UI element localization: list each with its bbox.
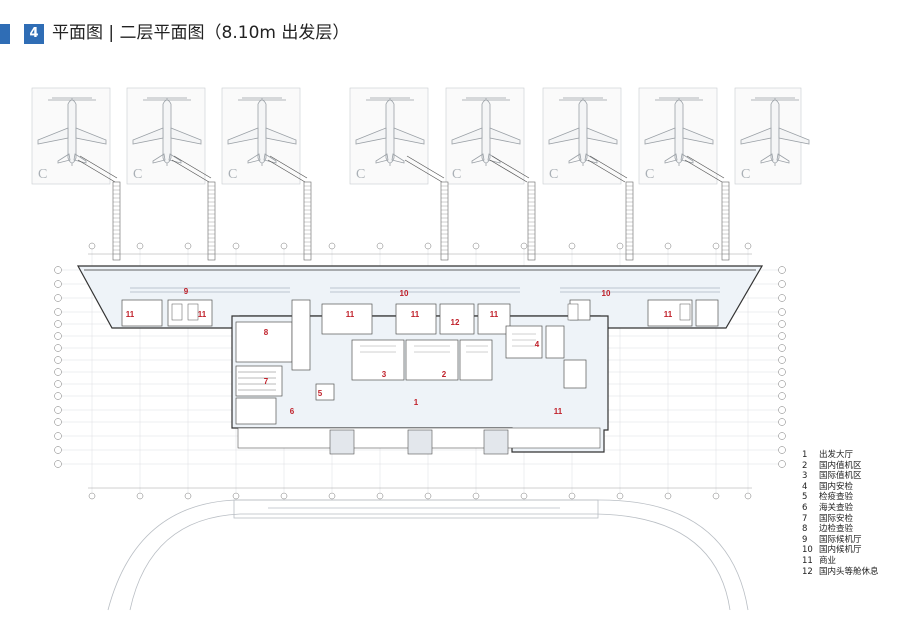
room-label-11: 11 xyxy=(198,310,207,319)
room-label-7: 7 xyxy=(264,377,269,386)
grid-axis-markers xyxy=(54,242,786,500)
room-label-10: 10 xyxy=(602,289,611,298)
room-label-11: 11 xyxy=(346,310,355,319)
stand-code-label: C xyxy=(133,167,142,182)
aircraft-stand: C xyxy=(349,87,429,185)
room-label-2: 2 xyxy=(442,370,447,379)
dimension-lines xyxy=(88,253,752,489)
room-label-10: 10 xyxy=(400,289,409,298)
counter-lines xyxy=(360,333,536,353)
check-in-counters xyxy=(351,325,565,381)
room-label-8: 8 xyxy=(264,328,269,337)
entrance-canopies xyxy=(329,429,509,455)
stair-treads xyxy=(113,185,729,255)
room-label-12: 12 xyxy=(451,318,460,327)
aircraft-stand: C xyxy=(542,87,622,185)
room-label-4: 4 xyxy=(535,340,540,349)
stand-code-label: C xyxy=(645,167,654,182)
room-label-11: 11 xyxy=(411,310,420,319)
stand-code-label: C xyxy=(356,167,365,182)
aircraft-stands: C C C C C C C C xyxy=(31,87,810,185)
gate-seating xyxy=(130,287,720,293)
page-title: 平面图 | 二层平面图（8.10m 出发层） xyxy=(52,23,350,43)
room-label-3: 3 xyxy=(382,370,387,379)
section-number-badge: 4 xyxy=(24,24,44,44)
room-label-5: 5 xyxy=(318,389,323,398)
landside-road xyxy=(107,499,749,611)
stand-code-label: C xyxy=(549,167,558,182)
stand-code-label: C xyxy=(38,167,47,182)
room-blocks xyxy=(121,299,719,425)
aircraft-stand: C xyxy=(221,87,301,185)
room-label-11: 11 xyxy=(664,310,673,319)
bridge-stairs xyxy=(112,181,730,261)
aircraft-stand: C xyxy=(734,87,810,185)
room-label-6: 6 xyxy=(290,407,295,416)
room-number-labels: 9 10 10 11 11 11 11 11 11 11 12 8 4 3 2 … xyxy=(126,287,673,416)
stand-code-label: C xyxy=(452,167,461,182)
header-accent-bar xyxy=(0,24,10,44)
room-label-1: 1 xyxy=(414,398,419,407)
room-label-11: 11 xyxy=(554,407,563,416)
aircraft-stand: C xyxy=(445,87,525,185)
aircraft-stand: C xyxy=(31,87,111,185)
stand-code-label: C xyxy=(228,167,237,182)
escalators xyxy=(171,303,691,321)
security-lanes xyxy=(238,371,276,391)
aircraft-stand: C xyxy=(638,87,718,185)
room-label-9: 9 xyxy=(184,287,189,296)
aircraft-stand: C xyxy=(126,87,206,185)
room-label-11: 11 xyxy=(126,310,135,319)
jet-bridges xyxy=(77,155,725,183)
stand-code-label: C xyxy=(741,167,750,182)
room-label-11: 11 xyxy=(490,310,499,319)
